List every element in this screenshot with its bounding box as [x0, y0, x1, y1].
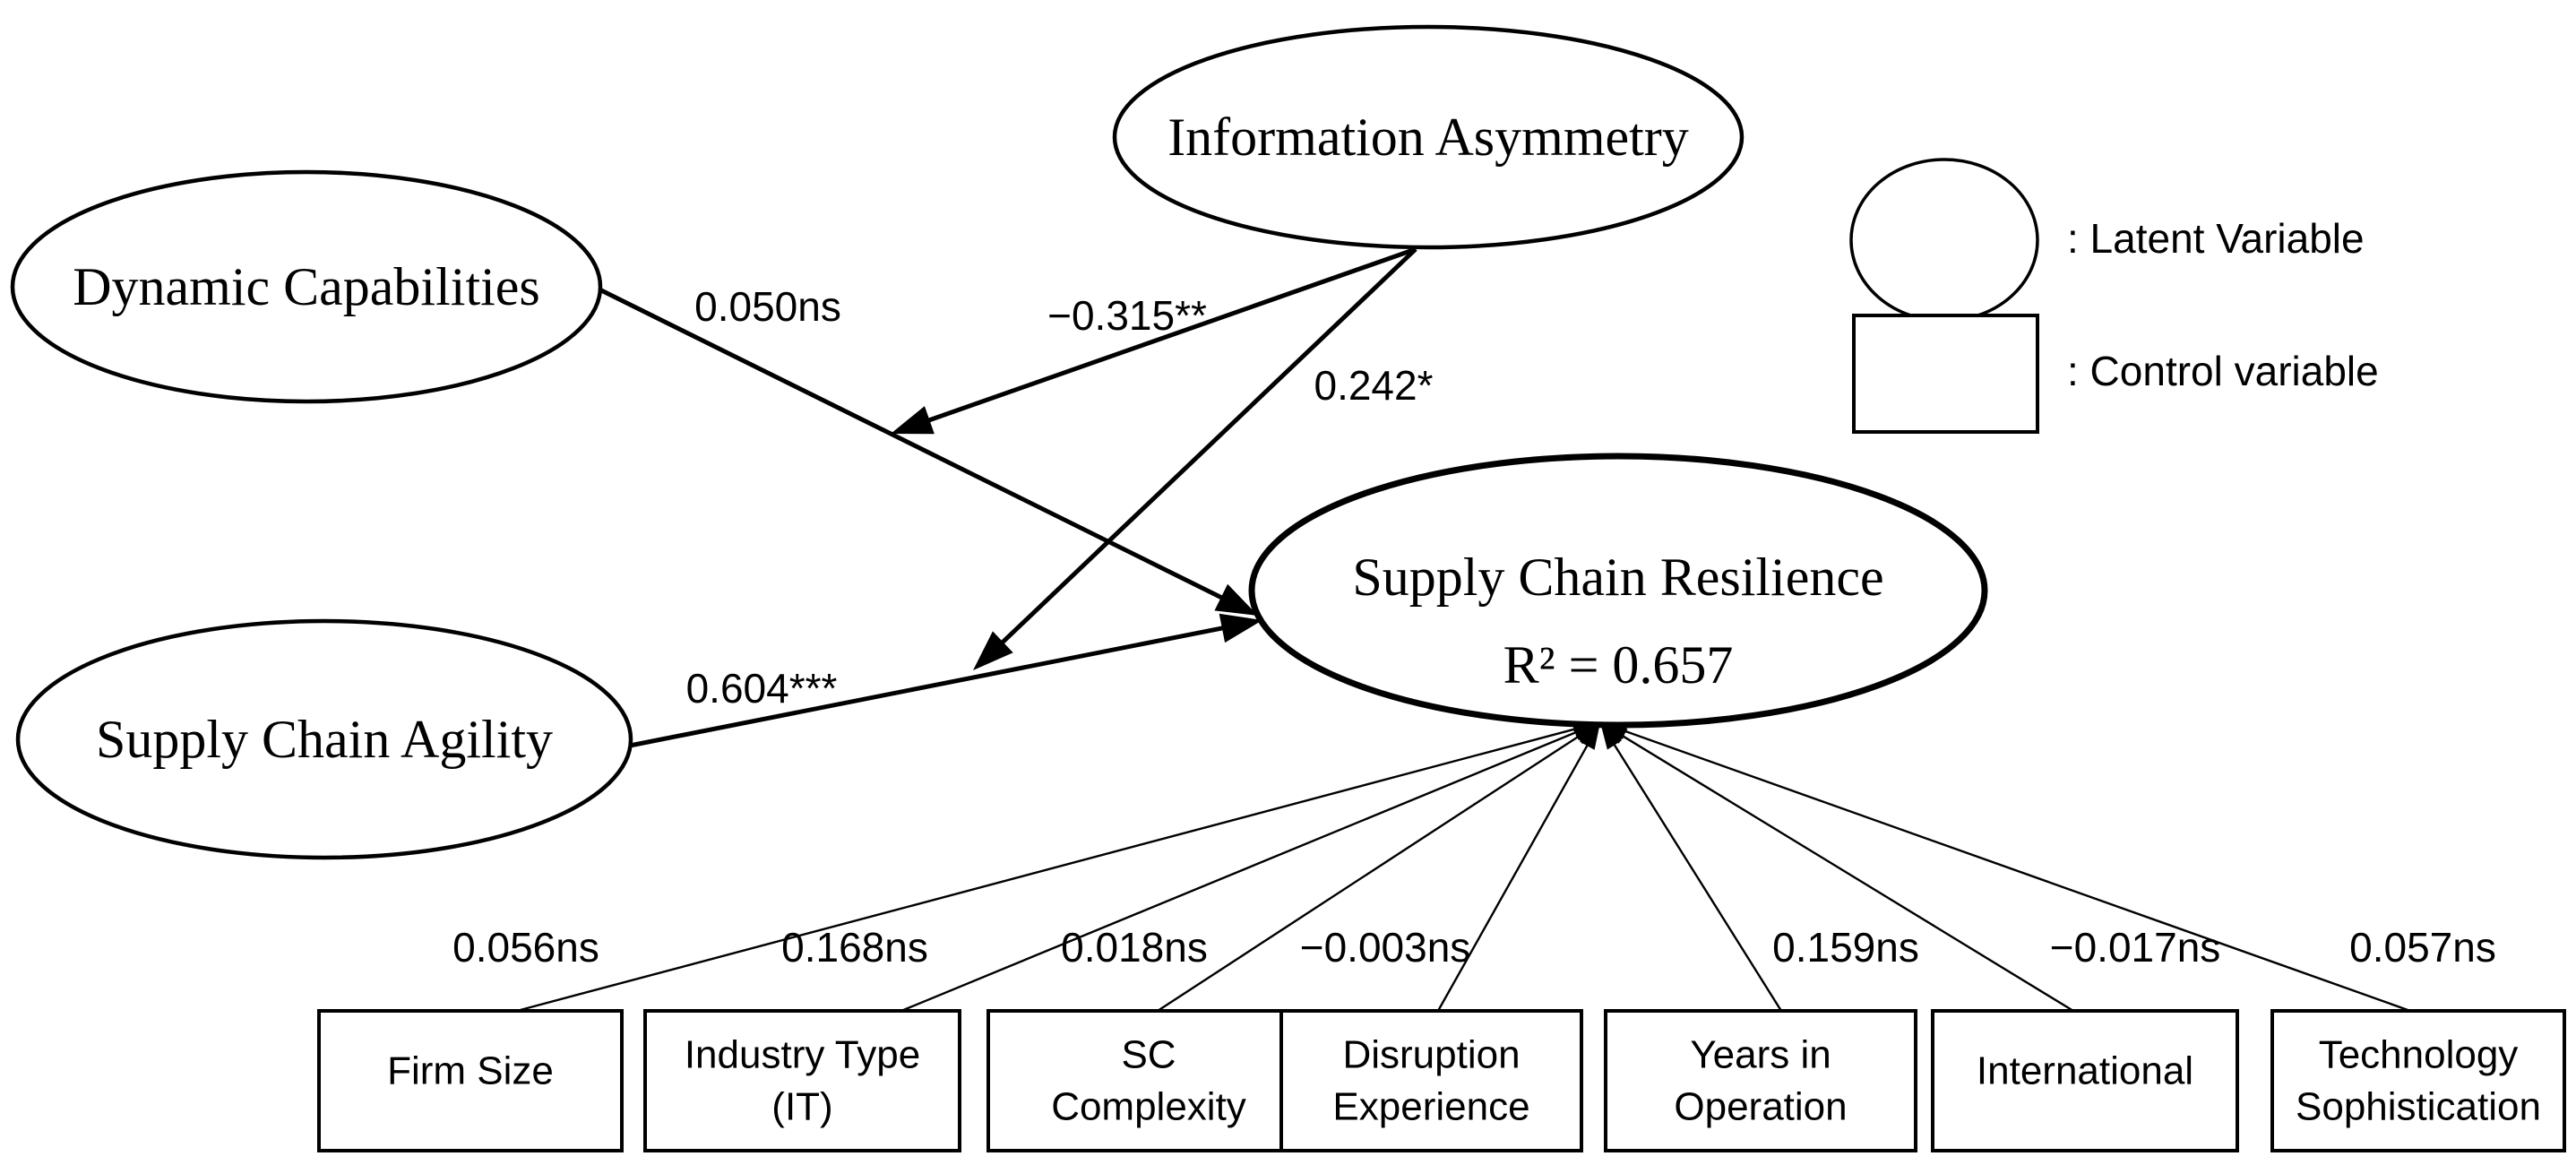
control-box-sc-complexity — [986, 1009, 1311, 1152]
control-coefficient-disruption-experience: −0.003ns — [1300, 924, 1471, 971]
control-coefficient-years-in-operation: 0.159ns — [1772, 924, 1919, 971]
path-coefficient-ia-to-dc-path: −0.315** — [1047, 292, 1207, 339]
control-label-sc-complexity-line1: SC — [1121, 1033, 1176, 1077]
control-coefficient-international: −0.017ns — [2050, 924, 2221, 971]
control-arrowhead-disruption-experience — [1580, 722, 1600, 750]
control-coefficient-sc-complexity: 0.018ns — [1061, 924, 1208, 971]
control-label-technology-sophistication-line2: Sophistication — [2296, 1085, 2541, 1129]
control-box-technology-sophistication — [2270, 1009, 2566, 1152]
control-line-international — [1616, 731, 2074, 1013]
control-coefficient-industry-type: 0.168ns — [781, 924, 928, 971]
path-coefficient-dc-to-scr: 0.050ns — [694, 283, 841, 330]
control-box-years-in-operation — [1604, 1009, 1917, 1152]
path-arrowhead-dc-to-scr — [1214, 583, 1258, 616]
control-line-years-in-operation — [1609, 738, 1783, 1012]
path-arrowhead-ia-to-sca-path — [973, 631, 1013, 670]
control-line-industry-type — [900, 729, 1583, 1013]
control-line-technology-sophistication — [1618, 728, 2411, 1013]
control-coefficient-technology-sophistication: 0.057ns — [2349, 924, 2496, 971]
control-label-industry-type-line2: (IT) — [771, 1085, 832, 1129]
path-arrowhead-ia-to-dc-path — [891, 406, 935, 435]
legend-control-rect-icon — [1852, 314, 2039, 434]
latent-rsquared-supply-chain-resilience: R² = 0.657 — [1503, 635, 1734, 695]
path-coefficient-sca-to-scr: 0.604*** — [686, 665, 838, 712]
control-label-years-in-operation-line2: Operation — [1674, 1085, 1847, 1129]
legend-latent-label: : Latent Variable — [2067, 215, 2365, 262]
path-line-dc-to-scr — [592, 284, 1229, 603]
control-label-technology-sophistication-line1: Technology — [2319, 1033, 2519, 1077]
path-line-ia-to-dc-path — [922, 246, 1417, 425]
latent-ellipse-dynamic-capabilities — [10, 169, 603, 404]
control-box-disruption-experience — [1279, 1009, 1583, 1152]
control-box-firm-size — [317, 1009, 624, 1152]
path-arrowhead-sca-to-scr — [1219, 613, 1262, 643]
legend-latent-ellipse-icon — [1849, 158, 2039, 323]
control-line-disruption-experience — [1436, 738, 1592, 1012]
control-label-years-in-operation-line1: Years in — [1690, 1033, 1831, 1077]
control-line-sc-complexity — [1157, 732, 1585, 1013]
control-box-industry-type — [643, 1009, 961, 1152]
latent-label-supply-chain-agility: Supply Chain Agility — [96, 710, 553, 769]
latent-label-supply-chain-resilience: Supply Chain Resilience — [1352, 548, 1883, 607]
control-label-disruption-experience-line2: Experience — [1332, 1085, 1529, 1129]
control-coefficient-firm-size: 0.056ns — [452, 924, 599, 971]
control-label-firm-size: Firm Size — [387, 1049, 554, 1093]
latent-label-information-asymmetry: Information Asymmetry — [1167, 108, 1689, 167]
control-arrowhead-years-in-operation — [1600, 722, 1622, 750]
path-line-sca-to-scr — [625, 624, 1230, 749]
control-line-firm-size — [516, 726, 1582, 1013]
control-label-industry-type-line1: Industry Type — [685, 1033, 920, 1077]
control-label-international: International — [1977, 1049, 2193, 1093]
path-line-ia-to-sca-path — [995, 247, 1417, 649]
latent-ellipse-supply-chain-agility — [15, 618, 633, 860]
control-label-disruption-experience-line1: Disruption — [1342, 1033, 1520, 1077]
latent-label-dynamic-capabilities: Dynamic Capabilities — [73, 257, 540, 316]
legend-control-label: : Control variable — [2067, 348, 2379, 394]
latent-ellipse-supply-chain-resilience — [1248, 453, 1988, 729]
control-label-sc-complexity-line2: Complexity — [1051, 1085, 1246, 1129]
latent-ellipse-information-asymmetry — [1112, 24, 1745, 250]
path-coefficient-ia-to-sca-path: 0.242* — [1314, 362, 1433, 409]
control-box-international — [1931, 1009, 2239, 1152]
